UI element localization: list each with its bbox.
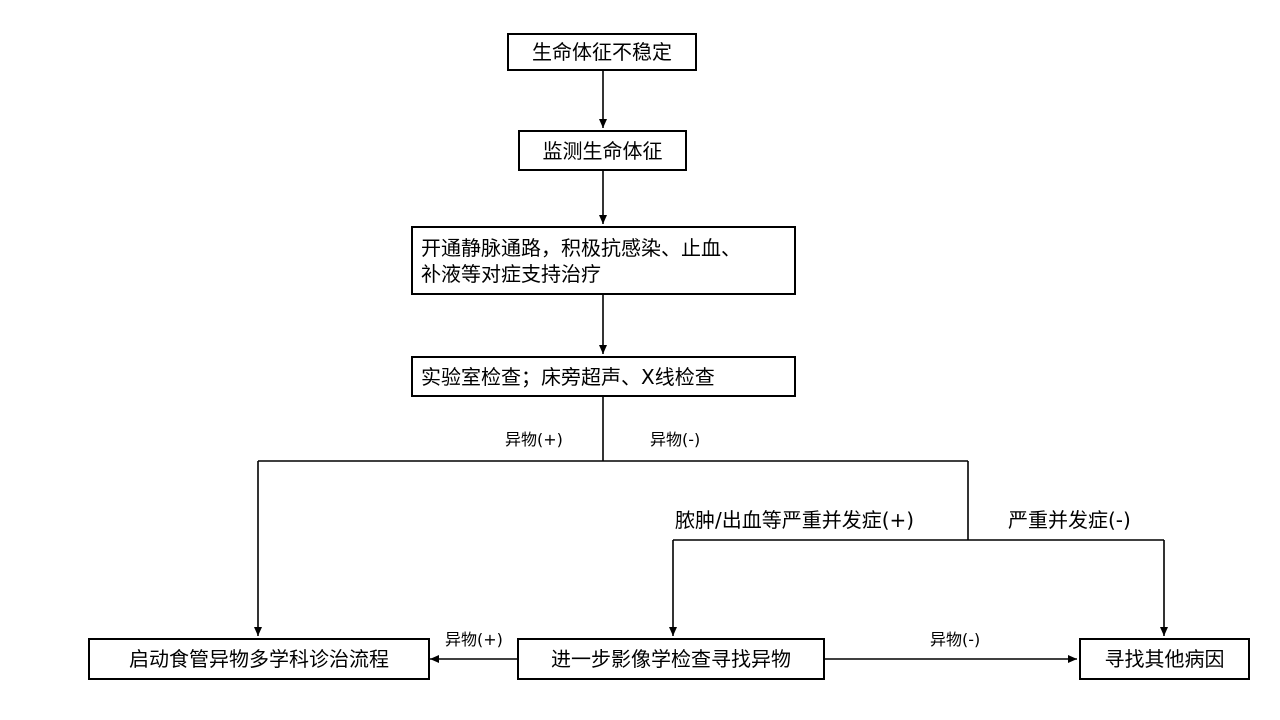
node-further-imaging: 进一步影像学检查寻找异物 <box>517 638 825 680</box>
node-unstable-vitals: 生命体征不稳定 <box>507 33 697 71</box>
node-supportive-care: 开通静脉通路，积极抗感染、止血、 补液等对症支持治疗 <box>411 226 796 295</box>
node-monitor-vitals: 监测生命体征 <box>518 130 687 171</box>
label-fb-negative-bottom: 异物(-) <box>930 630 981 649</box>
node-other-causes-text: 寻找其他病因 <box>1104 647 1225 671</box>
label-fb-positive-bottom: 异物(+) <box>445 630 503 649</box>
label-fb-negative-top: 异物(-) <box>650 430 701 449</box>
node-monitor-vitals-text: 监测生命体征 <box>542 138 663 163</box>
node-unstable-vitals-text: 生命体征不稳定 <box>532 40 672 64</box>
node-lab-exam: 实验室检查；床旁超声、X线检查 <box>411 356 796 397</box>
node-further-imaging-text: 进一步影像学检查寻找异物 <box>551 647 791 671</box>
node-other-causes: 寻找其他病因 <box>1079 638 1250 680</box>
node-mdt-process: 启动食管异物多学科诊治流程 <box>88 638 430 680</box>
node-lab-exam-text: 实验室检查；床旁超声、X线检查 <box>421 364 715 389</box>
label-complication-negative: 严重并发症(-) <box>1008 508 1131 532</box>
label-complication-positive: 脓肿/出血等严重并发症(+) <box>675 508 915 532</box>
label-fb-positive-top: 异物(+) <box>505 430 563 449</box>
node-mdt-process-text: 启动食管异物多学科诊治流程 <box>129 647 389 671</box>
node-supportive-care-line1: 开通静脉通路，积极抗感染、止血、 <box>421 235 741 260</box>
node-supportive-care-line2: 补液等对症支持治疗 <box>421 261 601 286</box>
